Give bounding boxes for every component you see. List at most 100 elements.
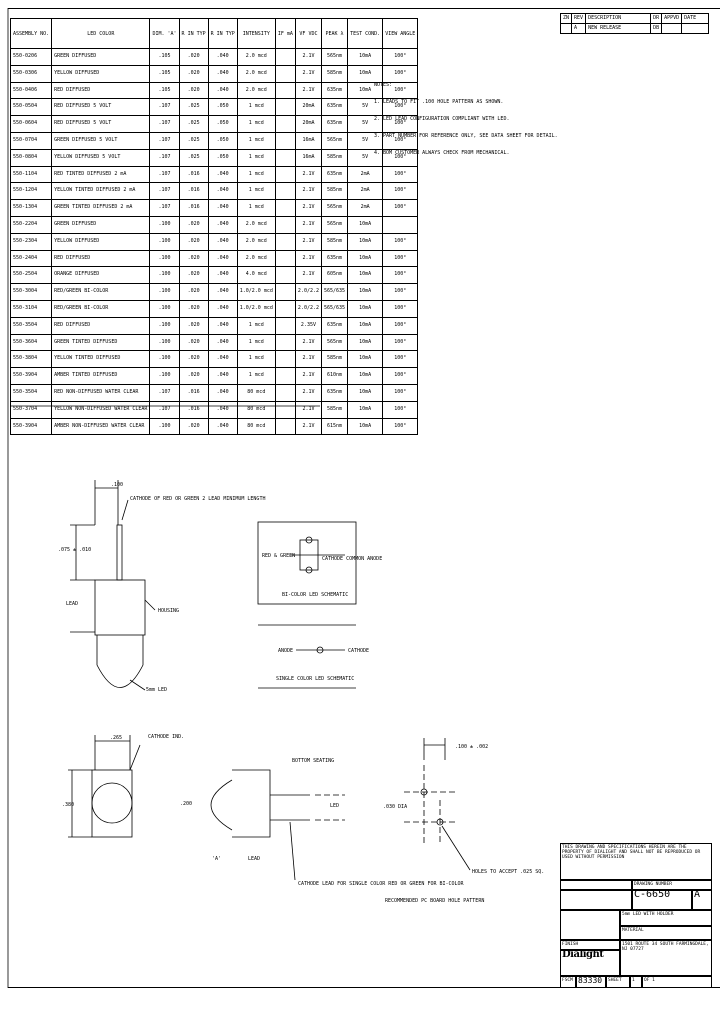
tb-signatures: [560, 910, 620, 940]
tb-rev: A: [692, 890, 712, 910]
parts-table: ASSEMBLY NO. LED COLOR DIM. 'A' R IN TYP…: [9, 18, 419, 436]
tb-material-text: MATERIAL: [622, 928, 644, 933]
tb-cage: 83330: [576, 976, 606, 988]
table-cell: 100°: [382, 81, 419, 100]
side-a-text: 'A': [212, 856, 221, 862]
header-assembly-no: ASSEMBLY NO.: [9, 18, 53, 49]
single-right-label: CATHODE: [348, 648, 369, 654]
tb-sheet-label: SHEET: [606, 976, 630, 988]
hole-dim-text: .100 ± .002: [455, 744, 488, 750]
cathode-ind-text: CATHODE IND.: [148, 734, 184, 740]
side-dome: [210, 779, 233, 831]
led-leader: [129, 679, 146, 691]
table-cell: 2.1V: [294, 417, 323, 436]
note-4: 4. BOM CUSTOMER ALWAYS CHECK FROM MECHAN…: [374, 150, 510, 156]
header-test-cond: TEST COND.: [347, 18, 384, 49]
bicolor-title: BI-COLOR LED SCHEMATIC: [282, 592, 348, 598]
bicolor-left-label: RED & GREEN: [262, 553, 295, 559]
rev-appvd: [661, 23, 683, 34]
single-schematic: ANODE CATHODE SINGLE COLOR LED SCHEMATIC: [258, 624, 369, 689]
table-cell: 80 mcd: [236, 417, 276, 436]
header-intensity: INTENSITY: [236, 18, 276, 49]
hole-note-leader: [441, 825, 471, 871]
header-r-in-2: R IN TYP: [207, 18, 238, 49]
tb-title-text: 5mm LED WITH HOLDER: [622, 912, 674, 917]
single-title: SINGLE COLOR LED SCHEMATIC: [276, 676, 354, 682]
hole-2: [436, 818, 444, 826]
notes-block: NOTES: 1. LEADS TO FIT .100 HOLE PATTERN…: [374, 82, 558, 167]
tb-logo-box: Dialight: [560, 950, 620, 976]
cathode-lead: [116, 524, 123, 581]
tb-sheet-text: 1: [632, 978, 635, 983]
housing-text: HOUSING: [158, 608, 179, 614]
dim-top-text: .100: [111, 482, 123, 488]
note-2: 2. LED LEAD CONFIGURATION COMPLIANT WITH…: [374, 116, 510, 122]
led-text: 5mm LED: [146, 687, 167, 693]
tb-fscm-text: FSCM: [562, 978, 573, 983]
header-vf: VF VDC: [294, 18, 323, 49]
hole-dia-text: .030 DIA: [383, 804, 407, 810]
note-1: 1. LEADS TO FIT .100 HOLE PATTERN AS SHO…: [374, 99, 504, 105]
end-dim-text: .265: [110, 735, 122, 741]
tb-dn-label-text: DRAWING NUMBER: [634, 882, 672, 887]
tb-of-text: OF 1: [644, 978, 655, 983]
tb-address: 1501 ROUTE 34 SOUTH FARMINGDALE, NJ 0772…: [620, 940, 712, 976]
notes-title: NOTES:: [374, 82, 393, 88]
tb-dn-text: C-6650: [634, 890, 671, 900]
cathode-ind-leader: [129, 744, 141, 771]
side-top-text: BOTTOM SEATING: [292, 758, 334, 764]
bicolor-diode-2: [305, 566, 313, 574]
bicolor-loop: [299, 539, 319, 571]
side-dim-text: .200: [180, 801, 192, 807]
bicolor-right-label: CATHODE COMMON ANODE: [322, 556, 382, 562]
tb-drawing-number-label: DRAWING NUMBER: [632, 880, 712, 890]
cathode-note: CATHODE OF RED OR GREEN 2 LEAD MINIMUM L…: [130, 496, 265, 502]
tb-blank-1: [560, 880, 632, 890]
tb-finish: FINISH: [560, 940, 620, 950]
header-view-angle: VIEW ANGLE: [382, 18, 419, 49]
lead-text: LEAD: [66, 601, 78, 607]
drawing-sheet: [8, 8, 720, 988]
tb-drawing-number: C-6650: [632, 890, 692, 910]
table-cell: [274, 417, 296, 436]
end-body: [91, 769, 133, 838]
header-if: IF mA: [274, 18, 296, 49]
dim-left-text: .075 ± .010: [58, 547, 91, 553]
bicolor-frame: [257, 521, 357, 605]
table-cell: AMBER NON-DIFFUSED WATER CLEAR: [51, 417, 151, 436]
table-cell: 100°: [382, 131, 419, 150]
table-cell: 2.1V: [294, 165, 323, 184]
end-h-text: .380: [62, 802, 74, 808]
tb-rev-text: A: [694, 890, 701, 900]
tb-title: 5mm LED WITH HOLDER: [620, 910, 712, 926]
hole-pattern: .100 ± .002 .030 DIA HOLES TO ACCEPT .02…: [383, 738, 544, 904]
revision-block: ZN REV DESCRIPTION DR APPVD DATE A NEW R…: [559, 13, 710, 34]
tb-notice-text: THIS DRAWING AND SPECIFICATIONS HEREIN A…: [562, 845, 701, 860]
parts-table-header: ASSEMBLY NO. LED COLOR DIM. 'A' R IN TYP…: [9, 18, 419, 49]
table-cell: GREEN DIFFUSED: [51, 215, 151, 234]
led-dome: [96, 635, 144, 688]
cathode-long-leader: [289, 821, 296, 881]
hole-1: [420, 788, 428, 796]
holder-body: [94, 579, 146, 636]
title-block: THIS DRAWING AND SPECIFICATIONS HEREIN A…: [560, 843, 712, 988]
tb-notice: THIS DRAWING AND SPECIFICATIONS HEREIN A…: [560, 843, 712, 880]
tb-sheet: 1: [630, 976, 642, 988]
cathode-leader: [121, 499, 129, 521]
tb-address-text: 1501 ROUTE 34 SOUTH FARMINGDALE, NJ 0772…: [622, 942, 709, 952]
side-view: BOTTOM SEATING .200 LED 'A' LEAD CATHODE…: [180, 758, 465, 887]
header-r-in-1: R IN TYP: [178, 18, 209, 49]
side-lead-text: LEAD: [248, 856, 260, 862]
bicolor-diode-1: [305, 536, 313, 544]
single-diode: [316, 646, 324, 654]
tb-material: MATERIAL: [620, 926, 712, 940]
bicolor-schematic: RED & GREEN CATHODE COMMON ANODE BI-COLO…: [257, 521, 382, 605]
